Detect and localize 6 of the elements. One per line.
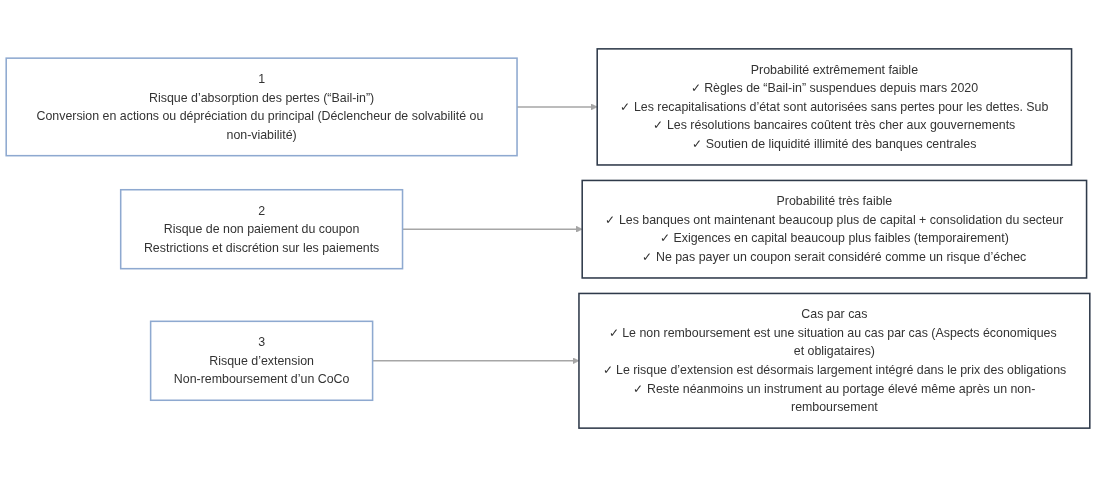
node-box: 3 Risque d’extension Non-remboursement d’un CoCo xyxy=(149,320,374,402)
node-box: 1 Risque d’absorption des pertes (“Bail-in”) Conversion en actions ou dépréciation du principal (Déclencheur de solvabilité ou non-viabilité) xyxy=(5,57,518,157)
node-box: Probabilité très faible ✓ Les banques ont maintenant beaucoup plus de capital + consolidation du secteur ✓ Exigences en capital beaucoup plus faibles (temporairement) ✓ Ne pas payer un coupon serait considéré comme un risque d’échec xyxy=(581,179,1088,279)
node-box: 2 Risque de non paiement du coupon Restrictions et discrétion sur les paiements xyxy=(119,188,404,270)
node-box: Cas par cas ✓ Le non remboursement est une situation au cas par cas (Aspects économiques et obligataires) ✓ Le risque d’extension est désormais largement intégré dans le prix des obligations ✓ Reste néanmoins un instrument au portage élevé même après un non-remboursement xyxy=(578,292,1091,429)
node-box: Probabilité extrêmement faible ✓ Règles de “Bail-in” suspendues depuis mars 2020 ✓ Les recapitalisations d’état sont autorisées sans pertes pour les dettes. Sub ✓ Les résolutions bancaires coûtent très cher aux gouvernements ✓ Soutien de liquidité illimité des banques centrales xyxy=(596,48,1073,166)
